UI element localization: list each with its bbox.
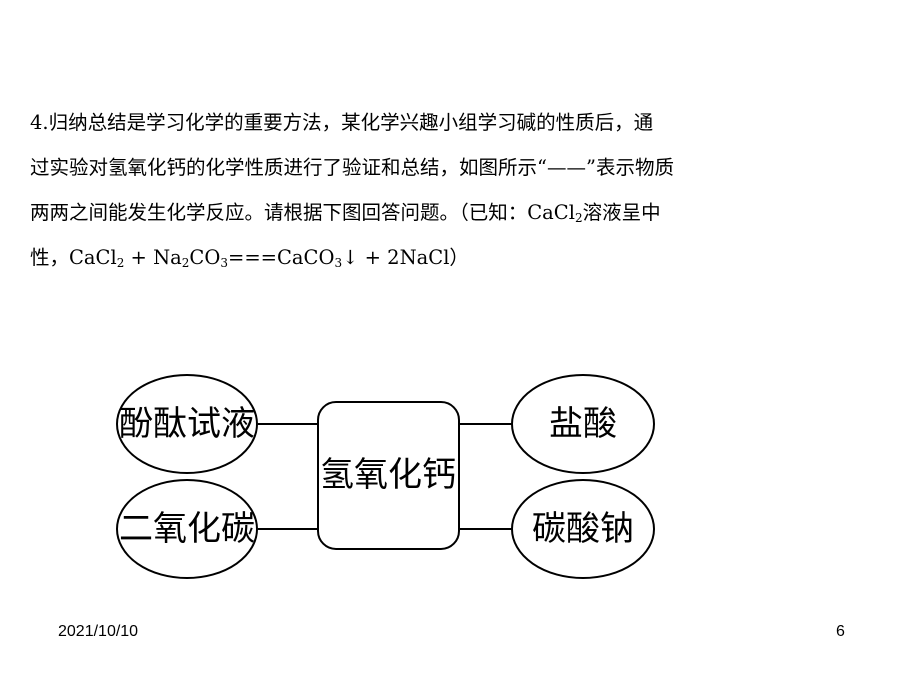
equation-part: ===CaCO xyxy=(227,246,335,269)
question-line-4: 性，CaCl2 + Na2CO3===CaCO3↓ + 2NaCl） xyxy=(30,235,860,280)
question-line-3: 两两之间能发生化学反应。请根据下图回答问题。（已知：CaCl2溶液呈中 xyxy=(30,190,860,235)
question-line-1: 4.归纳总结是学习化学的重要方法，某化学兴趣小组学习碱的性质后，通 xyxy=(30,111,654,134)
equation-part: CO xyxy=(189,246,221,269)
top-right-label: 盐酸 xyxy=(549,404,617,444)
question-line-3-end: 溶液呈中 xyxy=(582,201,661,224)
bottom-left-ellipse xyxy=(116,479,258,579)
question-line-3-text: 两两之间能发生化学反应。请根据下图回答问题。（已知：CaCl xyxy=(30,201,575,224)
subscript: 2 xyxy=(116,256,125,270)
bottom-left-label: 二氧化碳 xyxy=(119,509,255,549)
subscript: 2 xyxy=(574,211,583,225)
top-left-ellipse xyxy=(116,374,258,474)
equation-part: ↓ + 2NaCl） xyxy=(342,246,469,269)
page-number: 6 xyxy=(836,623,845,640)
subscript: 2 xyxy=(181,256,190,270)
equation-part: 性，CaCl xyxy=(30,246,117,269)
subscript: 3 xyxy=(220,256,228,270)
bottom-right-ellipse xyxy=(511,479,655,579)
center-label: 氢氧化钙 xyxy=(320,455,456,495)
question-line-2: 过实验对氢氧化钙的化学性质进行了验证和总结，如图所示“——”表示物质 xyxy=(30,156,674,179)
equation-part: + Na xyxy=(124,246,182,269)
question-text: 4.归纳总结是学习化学的重要方法，某化学兴趣小组学习碱的性质后，通 过实验对氢氧… xyxy=(30,100,860,280)
footer-date: 2021/10/10 xyxy=(58,623,139,640)
bottom-right-label: 碳酸钠 xyxy=(532,509,634,549)
top-right-ellipse xyxy=(511,374,655,474)
center-box xyxy=(317,401,460,550)
top-left-label: 酚酞试液 xyxy=(119,404,255,444)
subscript: 3 xyxy=(334,256,343,270)
